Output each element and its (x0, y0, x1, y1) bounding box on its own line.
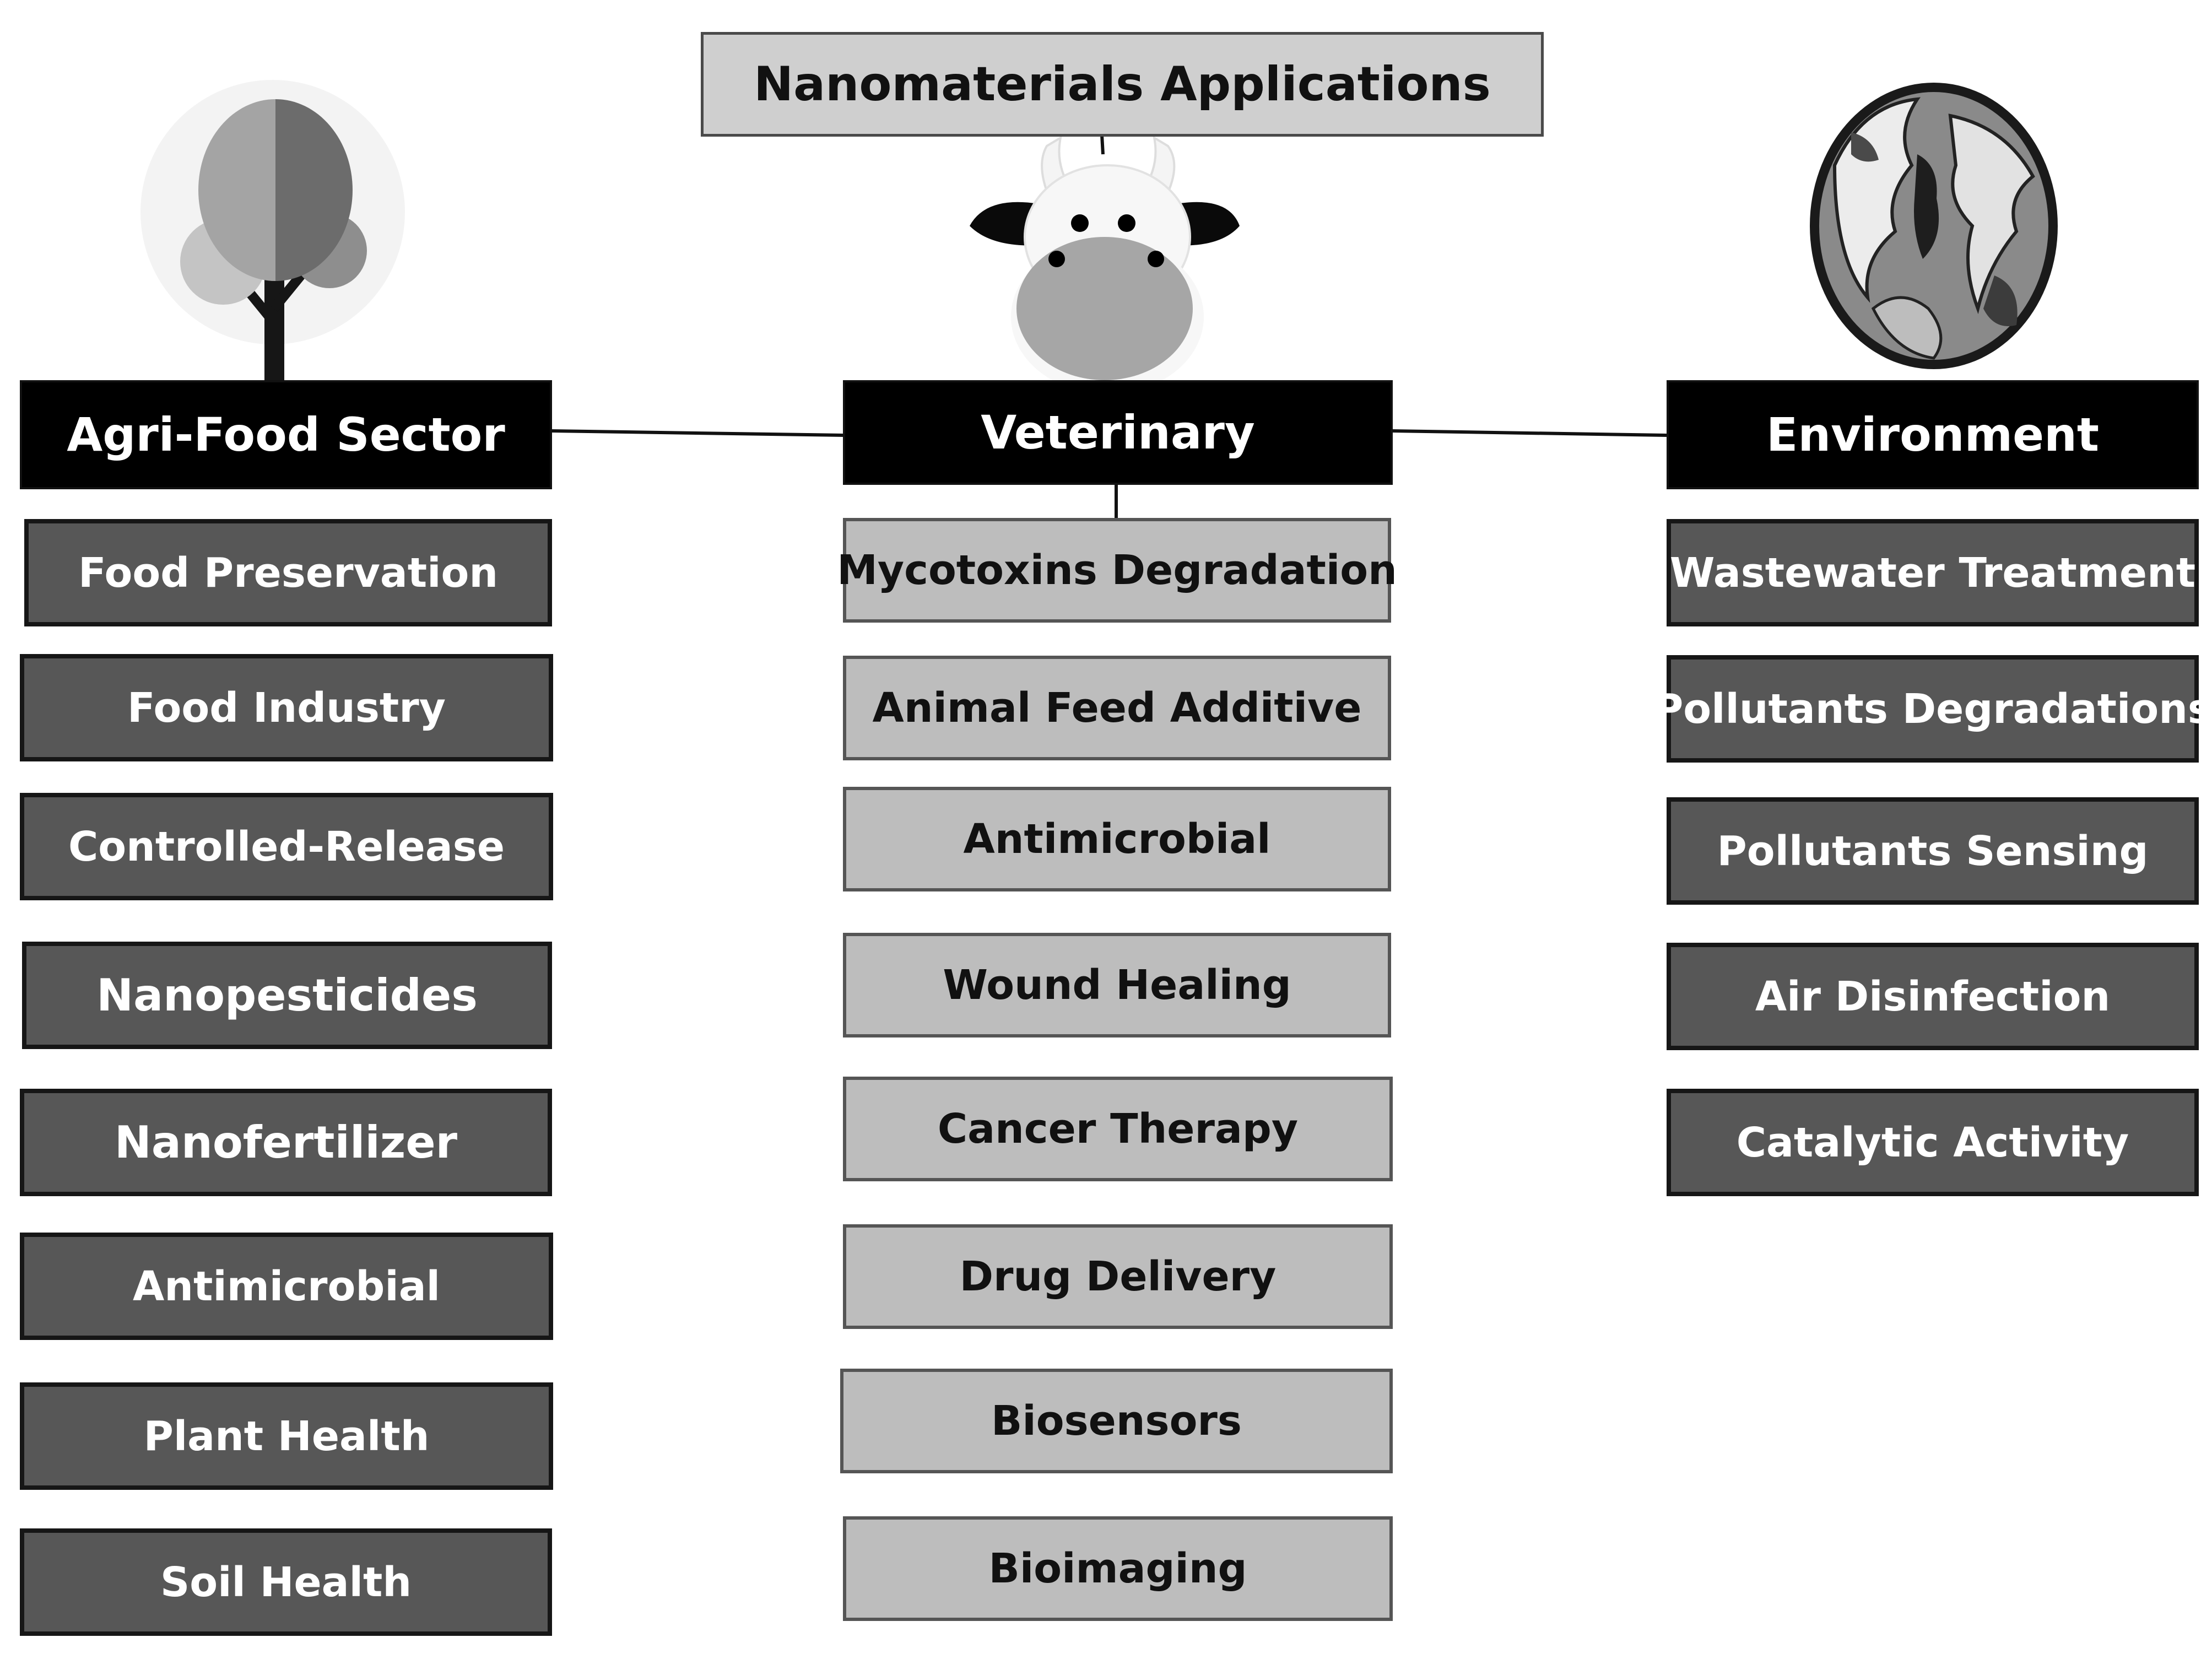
connector-veterinary-environment (1391, 429, 1667, 437)
agri-item-nanofertilizer: Nanofertilizer (20, 1089, 552, 1196)
diagram-title: Nanomaterials Applications (701, 32, 1544, 137)
env-item-pollutants-degradations: Pollutants Degradations (1653, 655, 2212, 763)
header-agri-food: Agri-Food Sector (20, 380, 552, 489)
env-item-pollutants-sensing: Pollutants Sensing (1667, 797, 2199, 905)
vet-item-mycotoxins-degradation: Mycotoxins Degradation (837, 518, 1397, 623)
vet-item-cancer-therapy: Cancer Therapy (843, 1077, 1393, 1181)
vet-item-wound-healing: Wound Healing (843, 933, 1391, 1037)
agri-item-food-industry: Food Industry (20, 654, 553, 761)
header-environment: Environment (1667, 380, 2199, 489)
agri-item-controlled-release: Controlled-Release (20, 793, 553, 900)
agri-item-soil-health: Soil Health (20, 1528, 552, 1636)
vet-item-bioimaging: Bioimaging (843, 1516, 1393, 1621)
env-item-air-disinfection: Air Disinfection (1667, 943, 2199, 1050)
env-item-wastewater-treatment: Wastewater Treatment (1667, 519, 2199, 626)
vet-item-biosensors: Biosensors (840, 1369, 1393, 1473)
vet-item-drug-delivery: Drug Delivery (843, 1224, 1393, 1329)
vet-item-animal-feed-additive: Animal Feed Additive (843, 656, 1391, 760)
env-item-catalytic-activity: Catalytic Activity (1667, 1089, 2199, 1196)
connector-title-veterinary (1100, 134, 1105, 155)
agri-item-food-preservation: Food Preservation (24, 519, 552, 626)
connector-agri-veterinary (550, 429, 843, 437)
vet-item-antimicrobial: Antimicrobial (843, 787, 1391, 891)
agri-item-nanopesticides: Nanopesticides (22, 942, 552, 1049)
header-veterinary: Veterinary (843, 380, 1393, 485)
agri-item-plant-health: Plant Health (20, 1382, 553, 1490)
agri-item-antimicrobial: Antimicrobial (20, 1233, 553, 1340)
